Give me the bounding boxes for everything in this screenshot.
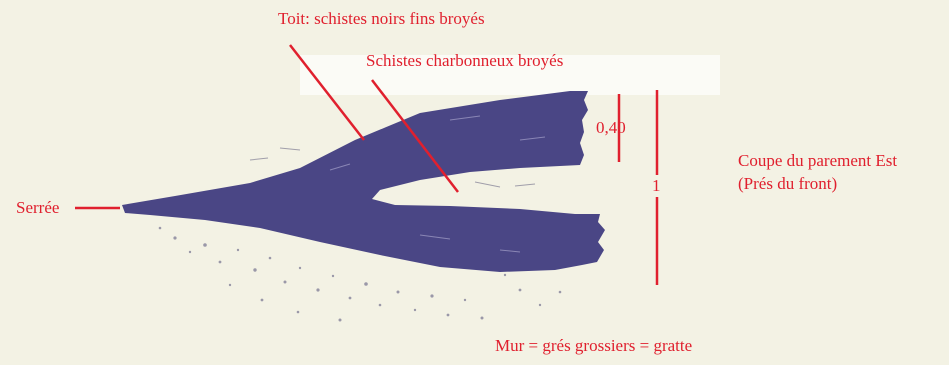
label-thickness-1: 1 [651, 175, 662, 197]
label-schistes-charbonneux: Schistes charbonneux broyés [366, 50, 563, 72]
label-toit: Toit: schistes noirs fins broyés [278, 8, 485, 30]
label-coupe-line2: (Prés du front) [738, 173, 837, 195]
label-serree: Serrée [16, 197, 59, 219]
label-thickness-040: 0,40 [596, 117, 626, 139]
label-mur: Mur = grés grossiers = gratte [495, 335, 692, 357]
label-coupe-line1: Coupe du parement Est [738, 150, 897, 172]
